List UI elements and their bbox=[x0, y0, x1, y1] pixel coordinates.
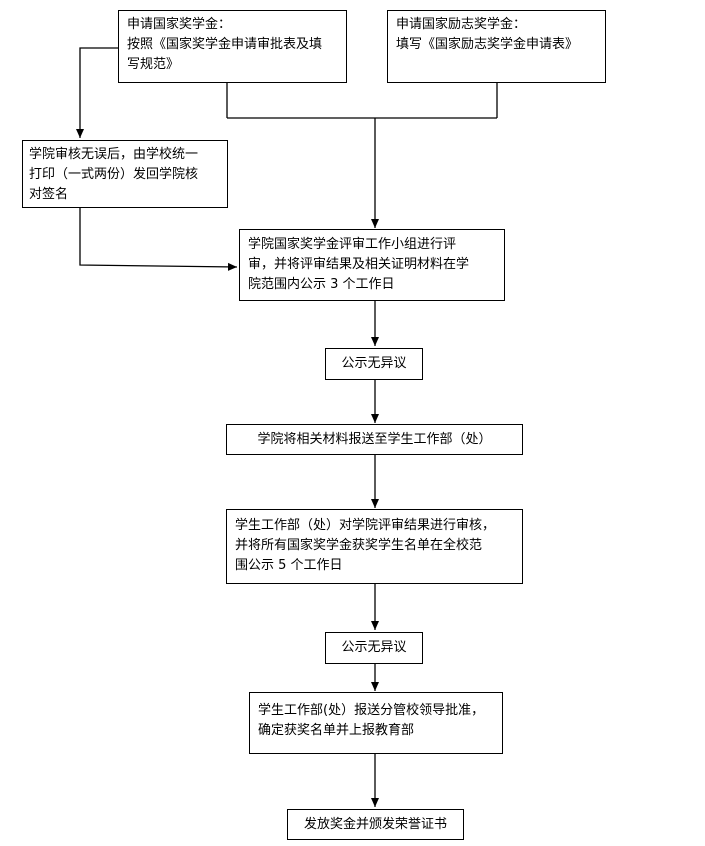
national-apply-box: 申请国家奖学金： 按照《国家奖学金申请审批表及填 写规范》 bbox=[118, 10, 347, 83]
no-objection-2-text: 公示无异议 bbox=[341, 640, 407, 655]
no-objection-1-box: 公示无异议 bbox=[325, 348, 423, 380]
national-apply-body: 按照《国家奖学金申请审批表及填 写规范》 bbox=[127, 37, 323, 72]
dept-review-box: 学生工作部（处）对学院评审结果进行审核， 并将所有国家奖学金获奖学生名单在全校范… bbox=[226, 509, 523, 584]
college-review-box: 学院国家奖学金评审工作小组进行评 审，并将评审结果及相关证明材料在学 院范围内公… bbox=[239, 229, 505, 301]
national-apply-title: 申请国家奖学金： bbox=[127, 17, 232, 32]
college-check-box: 学院审核无误后，由学校统一 打印（一式两份）发回学院核 对签名 bbox=[22, 140, 228, 208]
issue-text: 发放奖金并颁发荣誉证书 bbox=[303, 816, 447, 832]
approval-text: 学生工作部(处）报送分管校领导批准， 确定获奖名单并上报教育部 bbox=[258, 703, 485, 738]
college-review-text: 学院国家奖学金评审工作小组进行评 审，并将评审结果及相关证明材料在学 院范围内公… bbox=[248, 237, 470, 292]
encourage-apply-title: 申请国家励志奖学金： bbox=[396, 17, 527, 32]
connector-apply-to-check bbox=[76, 47, 118, 138]
encourage-apply-box: 申请国家励志奖学金： 填写《国家励志奖学金申请表》 bbox=[387, 10, 606, 83]
submit-materials-text: 学院将相关材料报送至学生工作部（处） bbox=[257, 431, 492, 447]
no-objection-1-text: 公示无异议 bbox=[341, 356, 407, 371]
issue-box: 发放奖金并颁发荣誉证书 bbox=[287, 809, 464, 840]
dept-review-text: 学生工作部（处）对学院评审结果进行审核， 并将所有国家奖学金获奖学生名单在全校范… bbox=[235, 518, 496, 573]
approval-box: 学生工作部(处）报送分管校领导批准， 确定获奖名单并上报教育部 bbox=[249, 692, 503, 754]
submit-materials-box: 学院将相关材料报送至学生工作部（处） bbox=[226, 424, 523, 455]
encourage-apply-body: 填写《国家励志奖学金申请表》 bbox=[396, 37, 579, 52]
connector-check-to-review bbox=[79, 207, 238, 271]
college-check-text: 学院审核无误后，由学校统一 打印（一式两份）发回学院核 对签名 bbox=[29, 147, 199, 202]
no-objection-2-box: 公示无异议 bbox=[325, 632, 423, 664]
